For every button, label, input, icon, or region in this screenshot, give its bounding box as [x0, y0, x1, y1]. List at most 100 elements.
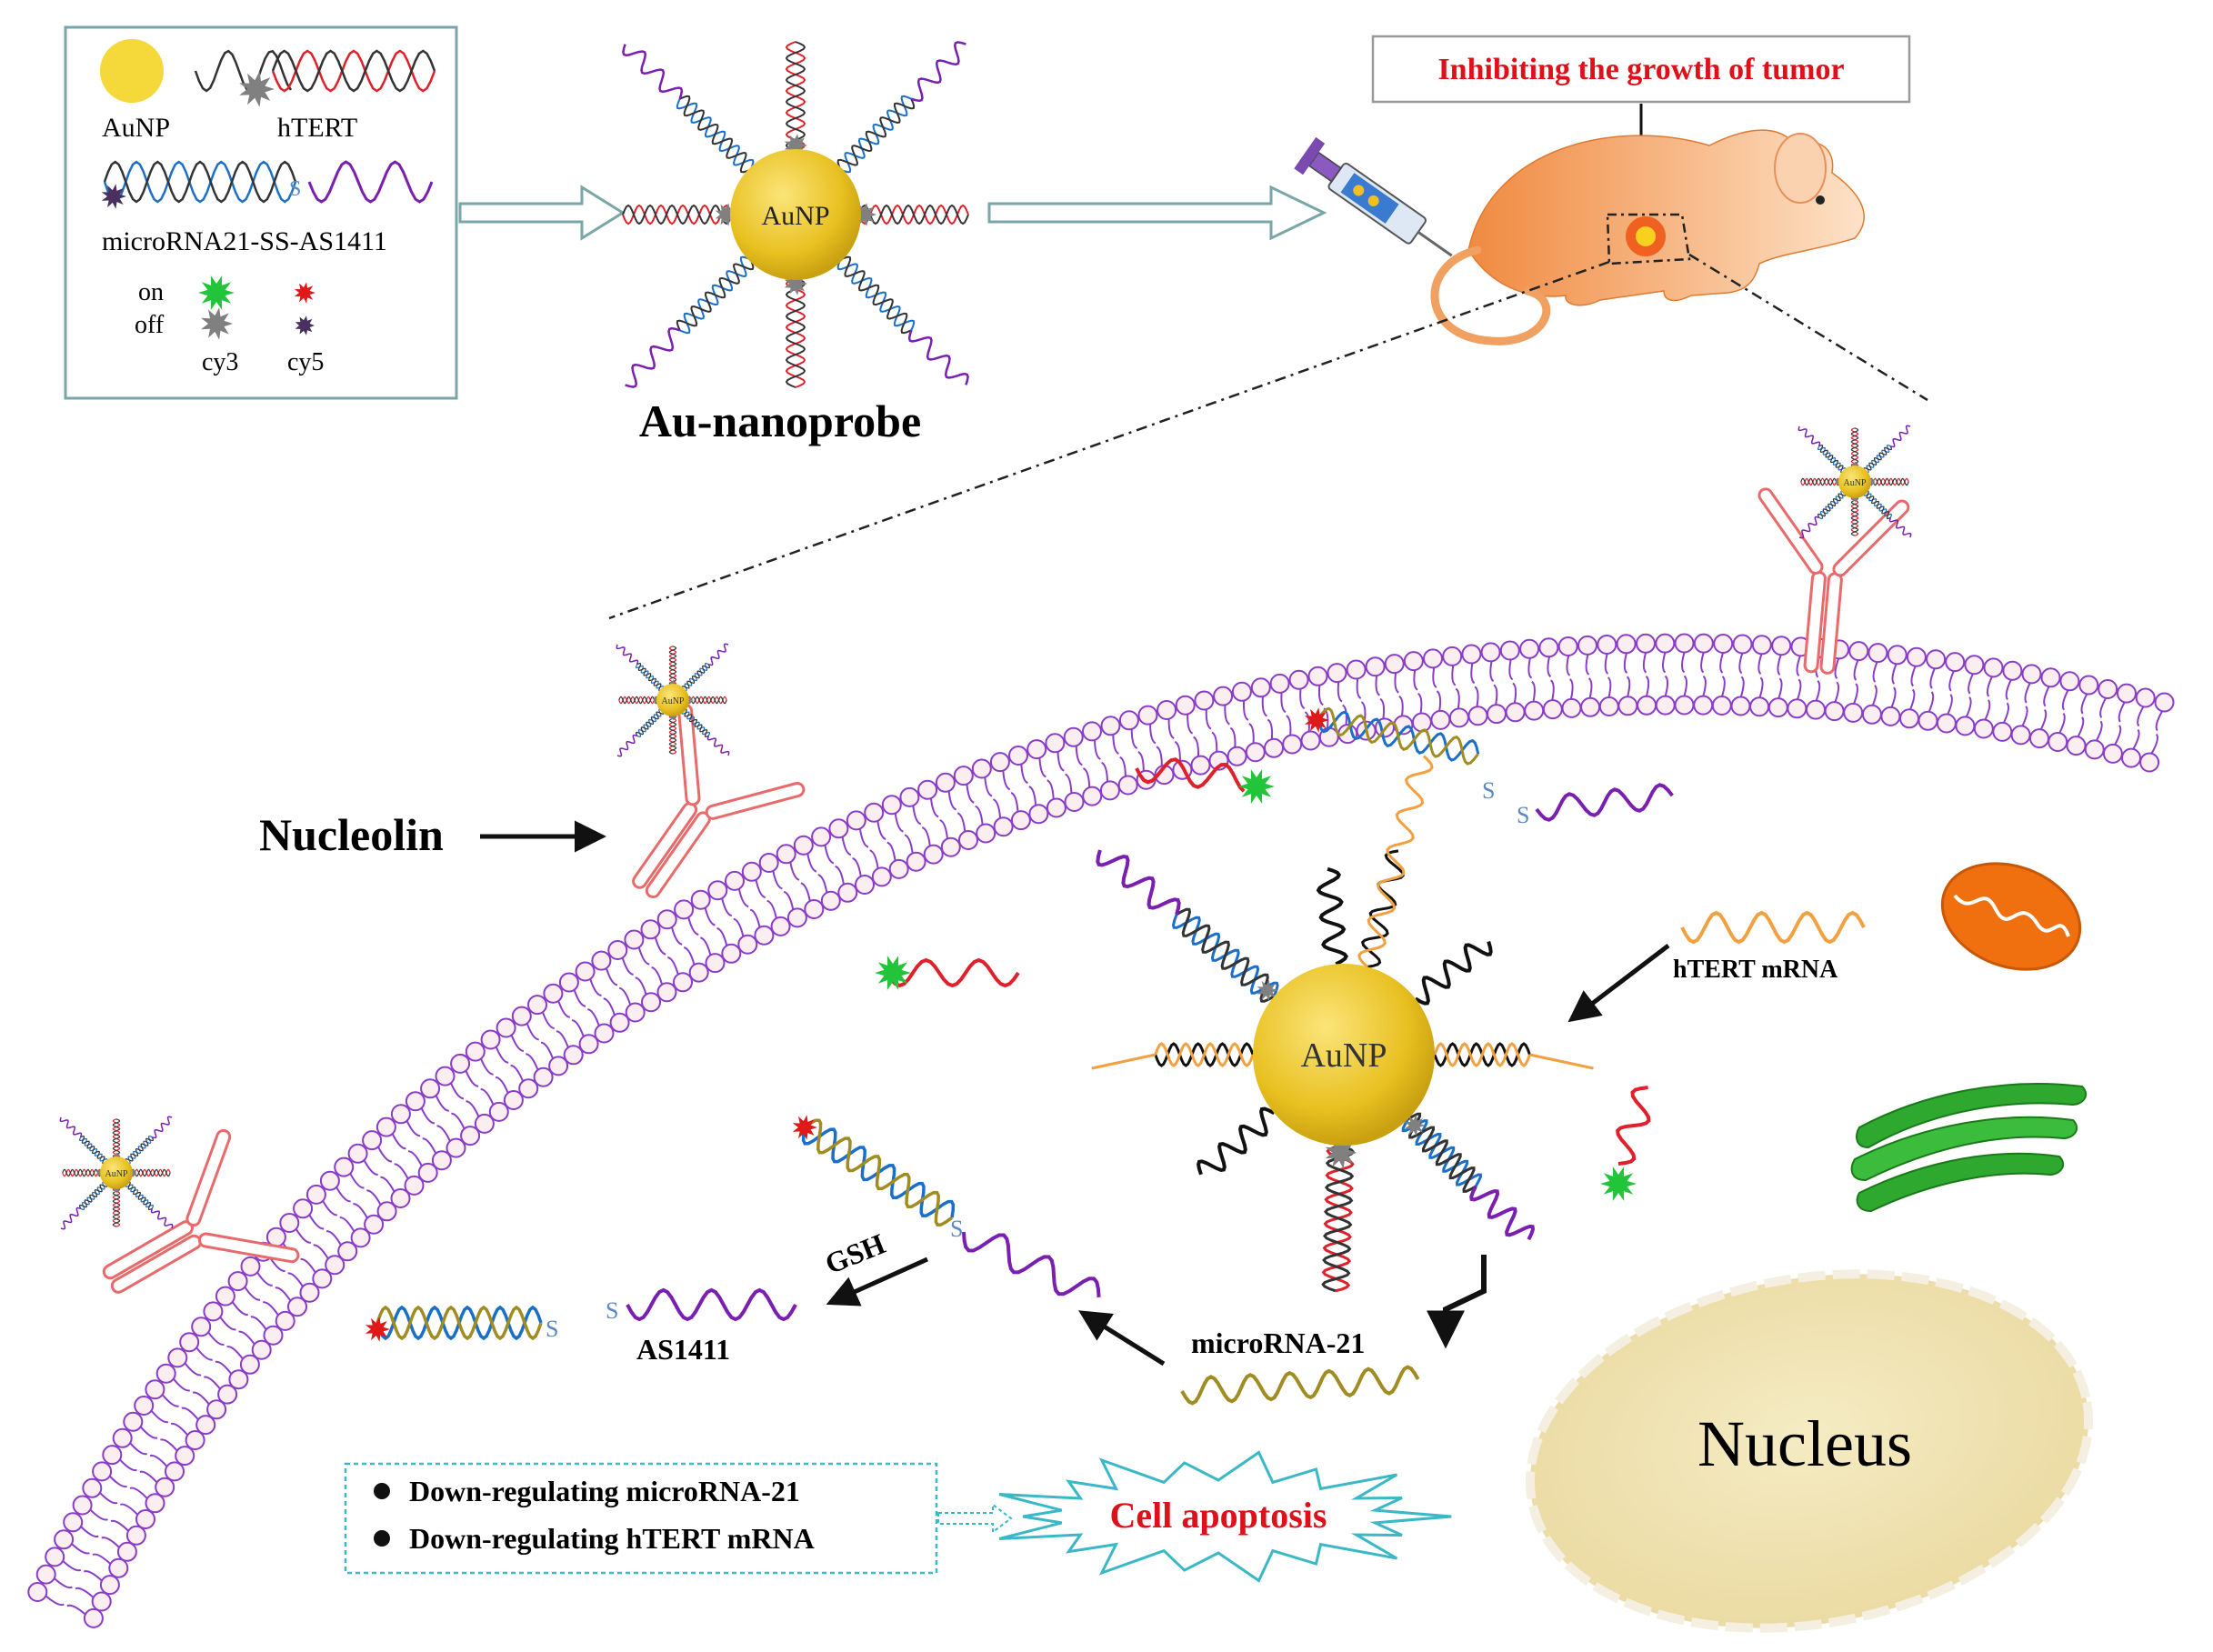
- small-probe-left-core: [100, 1156, 133, 1189]
- lipid-head: [578, 1034, 599, 1055]
- lipid-tail: [465, 1070, 479, 1087]
- lipid-head: [1887, 645, 1908, 666]
- lipid-tail: [313, 1244, 329, 1259]
- lipid-tail: [1417, 692, 1423, 714]
- lipid-tail: [1193, 736, 1200, 756]
- lipid-head: [145, 1493, 165, 1514]
- lipid-tail: [1432, 667, 1437, 688]
- lipid-tail: [139, 1426, 158, 1439]
- lipid-head: [2002, 660, 2023, 681]
- small-probe-right-arm-duplex-7: [1817, 490, 1847, 520]
- lipid-tail: [992, 798, 1002, 818]
- lipid-head: [488, 1101, 509, 1122]
- lipid-tail: [335, 1186, 351, 1203]
- lipid-tail: [406, 1120, 421, 1137]
- membrane-heads: [27, 633, 2175, 1628]
- lipid-tail: [635, 976, 647, 996]
- legend-htert-duplex-strand-a: [271, 49, 436, 93]
- lipid-tail: [755, 879, 766, 899]
- lipid-head: [793, 835, 814, 856]
- lipid-tail: [605, 967, 618, 986]
- lipid-head: [1100, 716, 1121, 736]
- lipid-tail: [287, 1272, 304, 1287]
- central-arm-mrna-tail-3: [1529, 1053, 1594, 1070]
- lipid-head: [989, 752, 1010, 773]
- legend-cy5-label: cy5: [287, 348, 324, 376]
- small-probe-left-quencher-2: [128, 1168, 137, 1177]
- lipid-head: [1955, 716, 1976, 736]
- lipid-tail: [766, 899, 777, 919]
- lipid-tail: [1626, 676, 1631, 697]
- legend-cy5-off-icon: [101, 184, 126, 209]
- lipid-head: [1711, 696, 1732, 716]
- small-probe-left: AuNP: [59, 1116, 174, 1230]
- ss-glyph-as1411: S: [606, 1297, 618, 1324]
- lipid-head: [27, 1582, 48, 1602]
- legend-construct-duplex: [103, 160, 297, 204]
- lipid-tail: [1229, 726, 1237, 748]
- lipid-head: [935, 772, 956, 793]
- cell-membrane: [27, 633, 2175, 1628]
- lipid-head: [112, 1427, 133, 1448]
- lipid-head: [1749, 696, 1770, 717]
- lipid-head: [1616, 634, 1637, 655]
- lipid-tail: [2039, 708, 2048, 730]
- lipid-tail: [2137, 706, 2145, 727]
- lipid-tail: [1379, 697, 1386, 719]
- lipid-tail: [824, 845, 835, 865]
- lipid-head: [390, 1188, 411, 1208]
- nucleolin-label: Nucleolin: [259, 809, 444, 860]
- lipid-tail: [1947, 694, 1953, 715]
- lipid-tail: [1280, 692, 1287, 714]
- lipid-head: [1771, 636, 1792, 656]
- lipid-head: [1282, 734, 1303, 755]
- gsh-arrow: [826, 1257, 929, 1307]
- lipid-tail: [2095, 720, 2103, 742]
- lipid-head: [165, 1461, 185, 1482]
- lipid-tail: [54, 1577, 73, 1589]
- small-probe-left-arm-duplex-6: [125, 1181, 155, 1211]
- lipid-head: [527, 995, 547, 1016]
- lipid-tail: [929, 797, 939, 818]
- lipid-head: [2154, 692, 2175, 713]
- mouse-body: [1467, 129, 1865, 306]
- small-probe-left-arm-htert-2: [130, 1168, 171, 1177]
- lipid-tail: [637, 946, 650, 966]
- central-arm-ssdna-2: [1414, 941, 1493, 1006]
- lipid-tail: [1156, 746, 1163, 766]
- released-duplex-left-strand-b: [803, 1118, 954, 1226]
- small-probe-right-arm-duplex-5-strand-b: [1818, 444, 1845, 474]
- nucleolin-receptor-right: [1757, 487, 1910, 675]
- lipid-tail: [275, 1287, 292, 1302]
- lipid-tail: [449, 1082, 465, 1100]
- outcome-box: [344, 1462, 938, 1575]
- probe-aptamer-5: [622, 44, 684, 100]
- as1411-aptamer: [626, 1287, 797, 1322]
- small-probe-right-arm-duplex-7-strand-b: [1817, 492, 1847, 518]
- legend-htert-duplex-strand-b: [271, 49, 436, 93]
- mirna-duplex-top-strand-b: [1317, 706, 1479, 766]
- lipid-tail: [422, 1137, 437, 1155]
- lipid-head: [1045, 733, 1066, 754]
- probe-arm-htert-1-strand-b: [785, 277, 806, 388]
- lipid-head: [855, 875, 875, 895]
- lipid-tail: [244, 1287, 261, 1301]
- lipid-tail: [1038, 757, 1046, 778]
- lipid-tail: [2043, 686, 2050, 707]
- tumor-caption-box: [1371, 35, 1911, 104]
- lipid-head: [1448, 707, 1469, 728]
- lipid-head: [1730, 696, 1751, 716]
- lipid-tail: [1101, 761, 1108, 782]
- lipid-head: [102, 1445, 123, 1466]
- central-core-label: AuNP: [1300, 1036, 1387, 1075]
- free-aptamer-top: [1535, 783, 1674, 822]
- lipid-head: [624, 929, 645, 950]
- probe-core: [730, 149, 861, 280]
- lipid-tail: [1527, 657, 1533, 679]
- lipid-head: [1505, 702, 1526, 723]
- lipid-head: [227, 1271, 248, 1292]
- central-arm-duplex-5: [1171, 907, 1279, 1003]
- central-arm-ssdna-0: [1316, 866, 1348, 966]
- lipid-tail: [806, 853, 817, 873]
- cy5-on-icon-released: [792, 1115, 817, 1140]
